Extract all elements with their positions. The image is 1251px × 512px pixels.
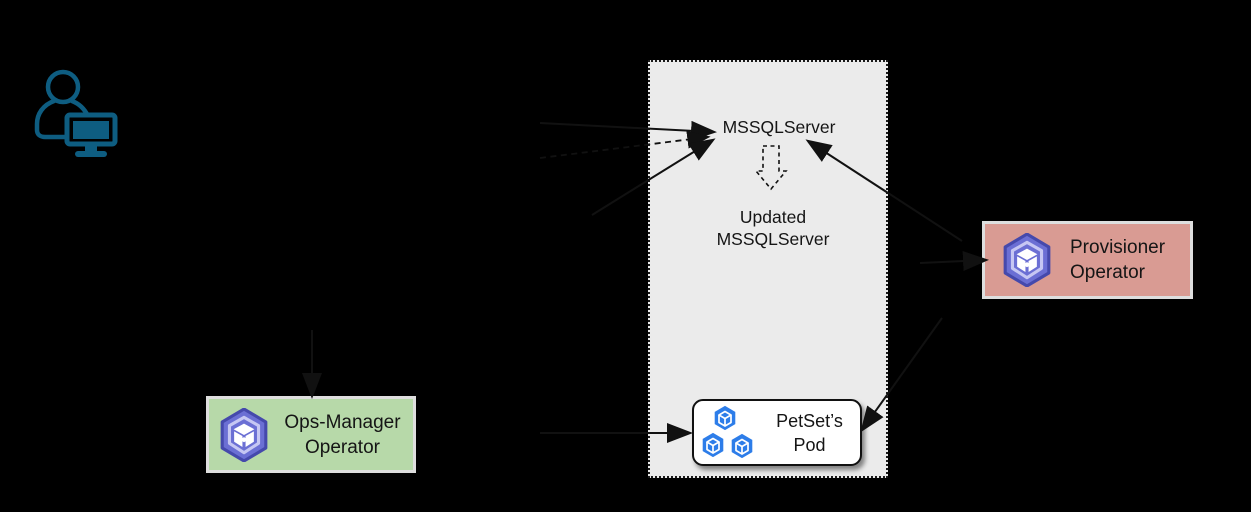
arrow-to-provisioner [919,251,989,272]
operator-cube-icon [220,407,268,462]
petset-pod-node: PetSet’s Pod [692,399,862,466]
person-at-computer-icon [34,69,118,157]
operator-cube-icon [1003,233,1051,287]
mssqlserver-label: MSSQLServer [722,117,836,137]
ops-manager-operator-node: Ops-Manager Operator [206,396,416,473]
pod-cubes-icon [700,402,755,461]
petset-pod-label: PetSet’s Pod [776,410,843,455]
provisioner-operator-label: Provisioner Operator [1070,237,1166,283]
provisioner-operator-node: Provisioner Operator [982,221,1193,299]
updated-mssqlserver-label: Updated MSSQLServer [716,207,830,249]
ops-manager-operator-label: Ops-Manager Operator [284,411,401,458]
